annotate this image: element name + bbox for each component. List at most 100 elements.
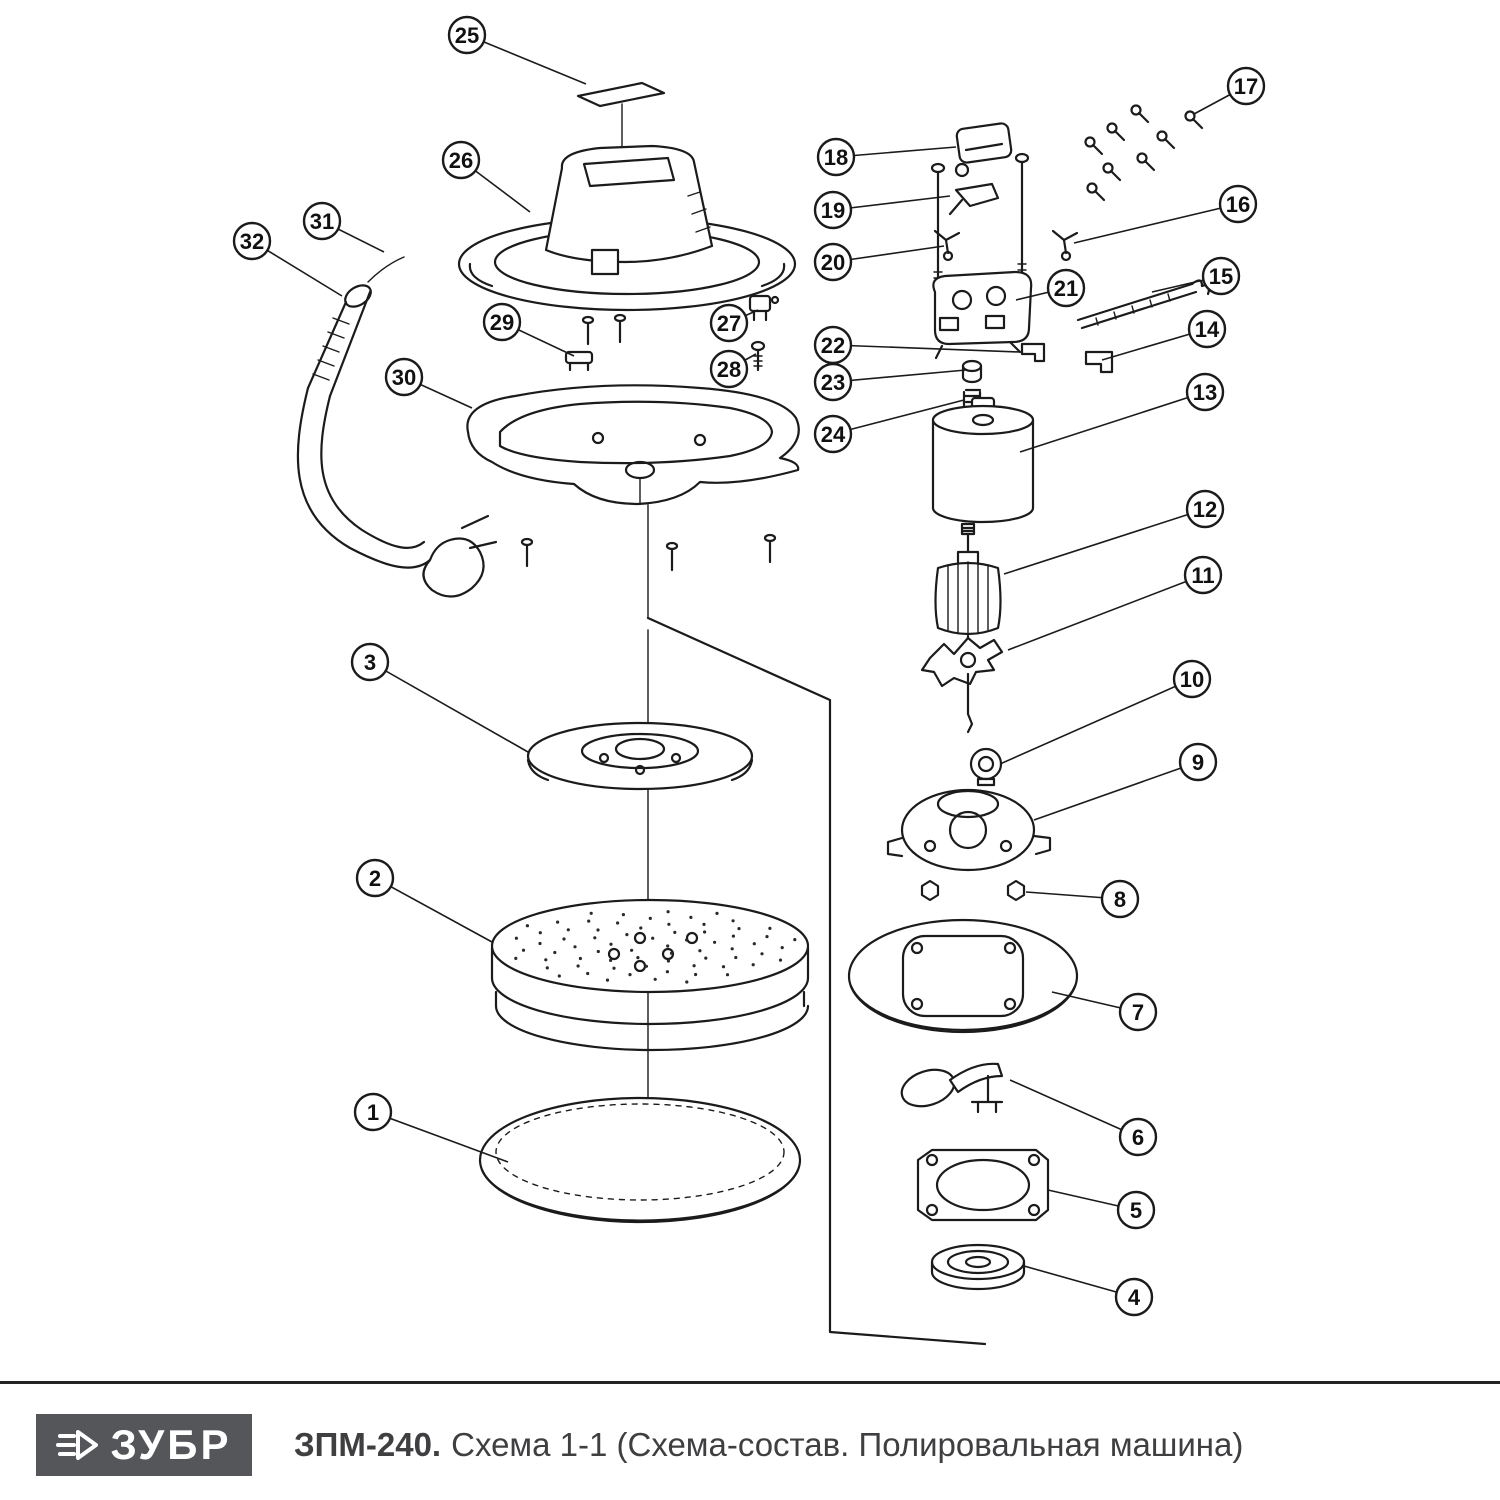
part-30-base-housing [466,384,800,506]
part-13-motor-housing [931,396,1035,524]
part-23-bushing [961,359,983,384]
callout-7: 7 [1118,992,1158,1032]
svg-text:27: 27 [717,311,741,336]
callout-32: 32 [232,221,272,261]
callout-2: 2 [355,858,395,898]
callout-15: 15 [1201,256,1241,296]
callout-29: 29 [482,302,522,342]
callout-31: 31 [302,201,342,241]
part-15-rod [1076,279,1211,330]
part-8-nuts [920,879,1026,902]
part-10-bushing [969,747,1003,787]
callout-13: 13 [1185,372,1225,412]
long-screws [930,152,1030,290]
part-4-bearing [930,1243,1026,1291]
part-6-handle [900,1062,1004,1114]
svg-text:7: 7 [1132,1000,1144,1025]
callout-23: 23 [813,362,853,402]
svg-text:17: 17 [1234,74,1258,99]
callout-24: 24 [813,414,853,454]
part-1-polishing-bonnet [478,1096,802,1224]
zubr-logo: ЗУБР [36,1414,252,1476]
part-27-switch-piece [748,294,780,322]
leader-line-25 [466,34,587,85]
callout-16: 16 [1218,184,1258,224]
leader-line-13 [1019,391,1206,453]
leader-line-3 [369,661,529,753]
callout-26: 26 [441,140,481,180]
part-3-backing-flange [526,721,754,791]
leader-line-22 [832,344,1021,353]
svg-text:1: 1 [367,1100,379,1125]
svg-text:5: 5 [1130,1198,1142,1223]
svg-text:13: 13 [1193,380,1217,405]
svg-text:16: 16 [1226,192,1250,217]
leader-line-9 [1033,761,1199,821]
leader-line-2 [374,877,493,943]
part-26-top-cover [457,144,797,312]
svg-text:3: 3 [364,650,376,675]
exploded-view-drawing [296,81,1211,1346]
part-14-clip [1084,350,1114,374]
svg-text:24: 24 [821,422,846,447]
svg-text:26: 26 [449,148,473,173]
svg-text:12: 12 [1193,497,1217,522]
callout-14: 14 [1187,309,1227,349]
leader-line-6 [1009,1079,1139,1138]
svg-text:20: 20 [821,250,845,275]
svg-text:32: 32 [240,229,264,254]
svg-text:21: 21 [1054,276,1078,301]
leader-line-11 [1007,574,1204,651]
svg-text:18: 18 [824,145,848,170]
callout-6: 6 [1118,1117,1158,1157]
callout-5: 5 [1116,1190,1156,1230]
pad-speckle-texture [514,910,797,984]
part-5-clamp-ring [916,1148,1050,1222]
callout-18: 18 [816,137,856,177]
callout-20: 20 [813,242,853,282]
svg-text:28: 28 [717,357,741,382]
cover-screws [581,313,627,346]
leader-line-1 [372,1111,509,1163]
part-12-armature [934,522,1002,652]
svg-text:9: 9 [1192,750,1204,775]
svg-text:30: 30 [392,365,416,390]
caption-subtitle: Схема 1-1 (Схема-состав. Полировальная м… [451,1426,1244,1463]
part-17-screws [1084,104,1204,202]
part-22-clip [1020,342,1046,363]
housing-screws [520,533,777,572]
svg-text:4: 4 [1128,1285,1141,1310]
footer-row: ЗУБР ЗПМ-240.Схема 1-1 (Схема-состав. По… [0,1384,1500,1476]
svg-text:14: 14 [1195,317,1220,342]
leader-line-16 [1073,203,1239,244]
part-21-field-block [932,270,1033,360]
callout-labels: 1234567891011121314151617181920212223242… [232,15,1266,1317]
zubr-logo-icon [56,1430,99,1460]
svg-text:29: 29 [490,310,514,335]
exploded-view-diagram: 1234567891011121314151617181920212223242… [232,15,1266,1346]
part-19-lever [948,182,1000,216]
svg-text:22: 22 [821,333,845,358]
leader-line-23 [832,369,967,383]
callout-12: 12 [1185,489,1225,529]
callout-9: 9 [1178,742,1218,782]
title-block: ЗУБР ЗПМ-240.Схема 1-1 (Схема-состав. По… [0,1381,1500,1500]
callout-17: 17 [1226,66,1266,106]
callout-8: 8 [1100,879,1140,919]
svg-text:25: 25 [455,23,479,48]
svg-text:23: 23 [821,370,845,395]
part-9-gear-housing [886,788,1052,872]
callout-19: 19 [813,190,853,230]
callout-11: 11 [1183,555,1223,595]
part-20-terminal [933,229,961,262]
leader-line-18 [835,146,957,158]
callout-28: 28 [709,349,749,389]
callout-3: 3 [350,642,390,682]
svg-text:8: 8 [1114,887,1126,912]
leader-line-24 [832,399,965,435]
part-31-32-power-cord [296,256,498,598]
part-11-fan [920,636,1004,734]
leader-line-12 [1003,508,1206,575]
part-2-sanding-pad [490,898,810,1052]
